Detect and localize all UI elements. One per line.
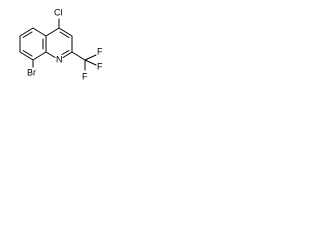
chlorine-label: Cl <box>54 7 63 17</box>
bond-cf3-f1 <box>84 54 97 61</box>
chemical-structure-diagram: Cl Br N F F F <box>19 7 103 81</box>
bond-c4a-c4 <box>45 27 60 37</box>
bond-cf3-f2 <box>84 59 97 66</box>
nitrogen-label: N <box>56 54 63 64</box>
bond-c5-c6 <box>19 27 34 37</box>
substituent-bonds <box>32 18 97 71</box>
bond-n1-c8a <box>45 51 56 58</box>
bond-c2-cf3 <box>71 51 86 61</box>
bond-c8-c8a <box>32 51 47 61</box>
fluorine-label-3: F <box>82 71 88 81</box>
benzene-ring <box>19 27 47 61</box>
pyridine-ring <box>45 27 73 58</box>
bond-c7-c8 <box>19 51 34 61</box>
double-bond-c2-n1 <box>61 50 70 55</box>
fluorine-label-2: F <box>97 61 103 71</box>
bond-c4-c3 <box>58 27 73 37</box>
double-bond-c5-c6 <box>22 31 33 38</box>
bond-c2-n1 <box>62 51 73 58</box>
bond-c4a-c5 <box>32 27 47 37</box>
double-bond-c7-c8 <box>22 50 33 57</box>
fluorine-label-1: F <box>97 46 103 56</box>
bromine-label: Br <box>27 67 36 77</box>
double-bond-c4-c3 <box>59 31 70 38</box>
